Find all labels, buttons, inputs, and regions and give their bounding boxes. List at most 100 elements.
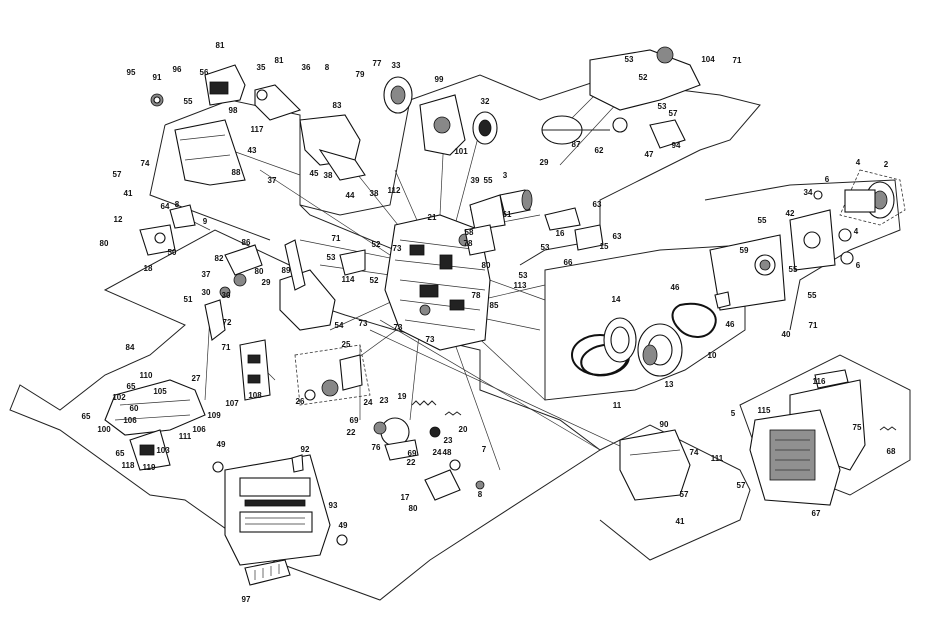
part-callout: 110 [140,371,153,380]
group-outline [839,169,906,226]
part-callout: 83 [333,101,342,110]
part-callout: 72 [223,318,232,327]
part-callout: 69 [408,449,417,458]
part-callout: 108 [248,391,262,400]
part-callout: 6 [825,175,830,184]
part-callout: 63 [613,232,622,241]
part-callout: 16 [556,229,565,238]
part-callout: 53 [658,102,667,111]
part-callout: 3 [503,171,508,180]
part-callout: 107 [225,399,239,408]
part-callout: 77 [373,59,382,68]
part-callout: 86 [242,238,251,247]
part-callout: 68 [887,447,896,456]
part-callout: 34 [804,188,813,197]
part-callout: 105 [153,387,167,396]
part-callout: 66 [564,258,573,267]
part-callout: 62 [595,146,604,155]
part-callout: 36 [302,63,311,72]
part-callout: 91 [153,73,162,82]
part-callout: 45 [310,169,319,178]
part-callout: 96 [173,65,182,74]
part-callout: 53 [625,55,634,64]
part-callout: 84 [126,343,135,352]
part-callout: 23 [380,396,389,405]
part-callout: 26 [296,397,305,406]
part-callout: 29 [540,158,549,167]
part-callout: 12 [114,215,123,224]
part-callout: 41 [676,517,685,526]
part-callout: 38 [324,171,333,180]
part-callout: 71 [332,234,341,243]
part-callout: 60 [130,404,139,413]
part-callout: 106 [123,416,137,425]
part-callout: 32 [481,97,490,106]
part-callout: 73 [393,244,402,253]
part-callout: 103 [156,446,170,455]
part-callout: 47 [645,150,654,159]
part-callout: 8 [325,63,330,72]
part-callout: 90 [660,420,669,429]
part-callout: 42 [786,209,795,218]
part-callout: 51 [184,295,193,304]
part-callout: 80 [255,267,264,276]
part-callout: 37 [268,176,277,185]
part-callout: 49 [217,440,226,449]
part-callout: 52 [372,240,381,249]
part-callout: 76 [372,443,381,452]
part-callout: 102 [112,393,126,402]
part-callout: 81 [275,56,284,65]
part-callout: 57 [680,490,689,499]
part-callout: 97 [242,595,251,604]
part-callout: 100 [97,425,111,434]
part-callout: 20 [459,425,468,434]
part-callout: 118 [122,461,135,470]
part-callout: 39 [471,176,480,185]
part-callout: 74 [141,159,150,168]
part-callout: 15 [600,242,609,251]
part-callout: 117 [251,125,264,134]
part-callout: 43 [248,146,257,155]
part-callout: 80 [409,504,418,513]
part-callout: 64 [161,202,170,211]
part-callout: 9 [203,217,208,226]
part-callout: 37 [202,270,211,279]
part-callout: 71 [809,321,818,330]
part-callout: 58 [465,228,474,237]
part-callout: 111 [711,454,724,463]
part-callout: 71 [222,343,231,352]
part-callout: 54 [335,321,344,330]
part-callout: 116 [813,377,826,386]
part-callout: 50 [168,248,177,257]
part-callout: 24 [433,448,442,457]
part-callout: 63 [593,200,602,209]
part-callout: 14 [612,295,621,304]
part-callout: 80 [482,261,491,270]
part-callout: 8 [175,200,180,209]
part-callout: 65 [82,412,91,421]
part-callout: 99 [435,75,444,84]
part-callout: 109 [207,411,221,420]
part-callout: 79 [356,70,365,79]
part-callout: 7 [482,445,487,454]
part-callout: 78 [464,239,473,248]
group-outline [294,344,371,406]
part-callout: 95 [127,68,136,77]
part-callout: 27 [192,374,201,383]
part-callout: 65 [127,382,136,391]
part-callout: 81 [216,41,225,50]
part-callout: 46 [726,320,735,329]
part-callout: 111 [179,432,192,441]
part-callout: 89 [282,266,291,275]
part-callout: 23 [444,436,453,445]
part-callout: 69 [350,416,359,425]
part-callout: 94 [672,141,681,150]
part-callout: 6 [856,261,861,270]
part-callout: 13 [665,380,674,389]
part-callout: 92 [301,445,310,454]
part-callout: 29 [262,278,271,287]
part-callout: 104 [701,55,715,64]
part-callout: 57 [669,109,678,118]
